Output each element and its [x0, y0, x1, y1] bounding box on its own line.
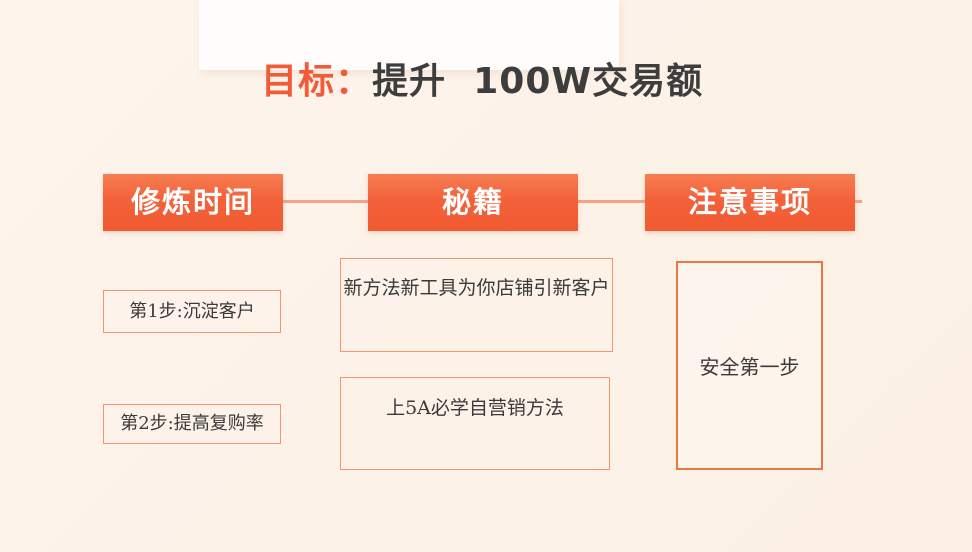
title-background-panel	[199, 0, 619, 70]
page-title-rest: 提升 100W交易额	[372, 61, 704, 102]
step-2-box: 第2步:提高复购率	[103, 404, 281, 444]
column-header-precautions: 注意事项	[645, 174, 855, 231]
column-header-training-time: 修炼时间	[103, 174, 283, 231]
precaution-text: 安全第一步	[699, 355, 800, 379]
secret-item-2-box: 上5A必学自营销方法	[340, 377, 610, 470]
precaution-box: 安全第一步	[676, 261, 823, 470]
page-title: 目标：提升 100W交易额	[207, 16, 703, 148]
secret-item-1-box: 新方法新工具为你店铺引新客户	[340, 258, 613, 352]
step-1-box: 第1步:沉淀客户	[103, 290, 281, 333]
column-header-secret-manual: 秘籍	[368, 174, 578, 231]
page-title-prefix: 目标：	[261, 61, 373, 102]
